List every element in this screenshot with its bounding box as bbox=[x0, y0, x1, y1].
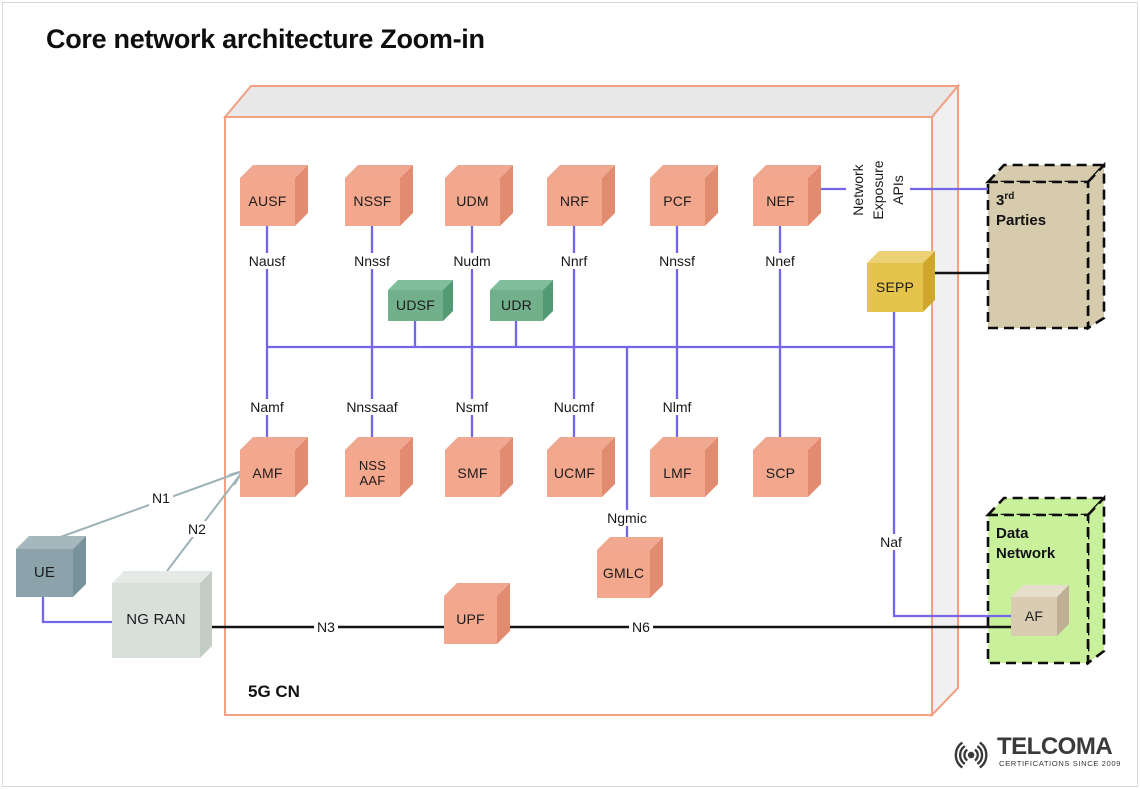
node-udr[interactable]: UDR bbox=[490, 280, 553, 321]
node-label: UPF bbox=[456, 611, 485, 628]
node-nrf[interactable]: NRF bbox=[547, 165, 615, 226]
interface-label-nnssf: Nnssf bbox=[351, 253, 393, 269]
data-network-label: Data Network bbox=[996, 525, 1056, 562]
interface-label-nausf: Nausf bbox=[245, 253, 289, 269]
third-parties-right-face bbox=[1086, 161, 1106, 331]
node-ue[interactable]: UE bbox=[16, 536, 86, 597]
node-label: UE bbox=[33, 563, 56, 581]
interface-label-nudm: Nudm bbox=[450, 253, 494, 269]
node-udm[interactable]: UDM bbox=[445, 165, 513, 226]
interface-label-namf: Namf bbox=[247, 399, 287, 415]
interface-label-nlmf: Nlmf bbox=[659, 399, 695, 415]
node-label: UDM bbox=[456, 193, 489, 210]
core-box-right-face bbox=[931, 83, 959, 718]
node-af[interactable]: AF bbox=[1011, 585, 1069, 636]
node-nssf[interactable]: NSSF bbox=[345, 165, 413, 226]
node-pcf[interactable]: PCF bbox=[650, 165, 718, 226]
interface-label-nnrf: Nnrf bbox=[557, 253, 591, 269]
telcoma-logo: TELCOMA CERTIFICATIONS SINCE 2009 bbox=[953, 733, 1128, 777]
node-udsf[interactable]: UDSF bbox=[388, 280, 453, 321]
interface-label-nnssf-pcf: Nnssf bbox=[656, 253, 698, 269]
signal-waves-icon bbox=[954, 741, 988, 769]
link-sepp-af-naf bbox=[892, 312, 1011, 618]
n1-link bbox=[54, 470, 244, 540]
node-ausf[interactable]: AUSF bbox=[240, 165, 308, 226]
node-label: UDR bbox=[501, 296, 532, 313]
data-network-zone[interactable] bbox=[984, 494, 1108, 666]
node-label: SMF bbox=[457, 464, 488, 481]
data-network-right-face bbox=[1086, 494, 1106, 666]
interface-label-nsmf: Nsmf bbox=[452, 399, 492, 415]
page-title: Core network architecture Zoom-in bbox=[46, 24, 485, 54]
node-label: SCP bbox=[765, 464, 796, 481]
node-upf[interactable]: UPF bbox=[444, 583, 510, 644]
third-parties-zone[interactable] bbox=[984, 161, 1108, 331]
node-label: NG RAN bbox=[126, 611, 186, 629]
node-smf[interactable]: SMF bbox=[445, 437, 513, 497]
node-label: SEPP bbox=[875, 278, 915, 295]
node-label: GMLC bbox=[602, 565, 645, 582]
interface-label-nnssaaf: Nnssaaf bbox=[343, 399, 401, 415]
logo-tagline: CERTIFICATIONS SINCE 2009 bbox=[999, 759, 1121, 768]
node-gmlc[interactable]: GMLC bbox=[597, 537, 663, 598]
node-ucmf[interactable]: UCMF bbox=[547, 437, 615, 497]
network-exposure-apis-label: Network Exposure APIs bbox=[846, 155, 910, 225]
data-network-top-face bbox=[984, 496, 1108, 517]
interface-label-nucmf: Nucmf bbox=[550, 399, 598, 415]
data-plane-links bbox=[210, 271, 1011, 629]
interface-label-naf: Naf bbox=[877, 534, 905, 550]
node-label: NRF bbox=[559, 193, 590, 210]
logo-brand: TELCOMA bbox=[997, 733, 1113, 760]
node-label: NSSF bbox=[353, 193, 392, 210]
third-parties-label: 3rd Parties bbox=[996, 191, 1047, 229]
third-parties-front-face bbox=[986, 180, 1090, 330]
node-label: UCMF bbox=[553, 464, 596, 481]
node-lmf[interactable]: LMF bbox=[650, 437, 718, 497]
node-label: UDSF bbox=[396, 296, 435, 313]
core-zone-label: 5G CN bbox=[248, 682, 300, 701]
third-parties-top-face bbox=[984, 163, 1108, 184]
interface-label-n3: N3 bbox=[314, 619, 338, 635]
node-label: LMF bbox=[663, 464, 692, 481]
interface-label-n6: N6 bbox=[629, 619, 653, 635]
interface-label-n1: N1 bbox=[149, 490, 173, 506]
node-label: PCF bbox=[663, 193, 692, 210]
node-scp[interactable]: SCP bbox=[753, 437, 821, 497]
node-label: AUSF bbox=[248, 193, 287, 210]
interface-label-n2: N2 bbox=[185, 521, 209, 537]
node-ng-ran[interactable]: NG RAN bbox=[112, 571, 212, 658]
node-sepp[interactable]: SEPP bbox=[867, 251, 935, 312]
node-label: AMF bbox=[252, 464, 283, 481]
node-nef[interactable]: NEF bbox=[753, 165, 821, 226]
node-amf[interactable]: AMF bbox=[240, 437, 308, 497]
box-top-face bbox=[112, 571, 212, 583]
core-box-top-face bbox=[222, 85, 961, 118]
interface-label-nnef: Nnef bbox=[762, 253, 798, 269]
node-label: AF bbox=[1024, 607, 1044, 624]
box-right-face bbox=[200, 571, 212, 658]
link-ue-ngran bbox=[41, 597, 112, 624]
interface-label-ngmic: Ngmic bbox=[604, 510, 650, 526]
node-label: NEF bbox=[766, 193, 795, 210]
